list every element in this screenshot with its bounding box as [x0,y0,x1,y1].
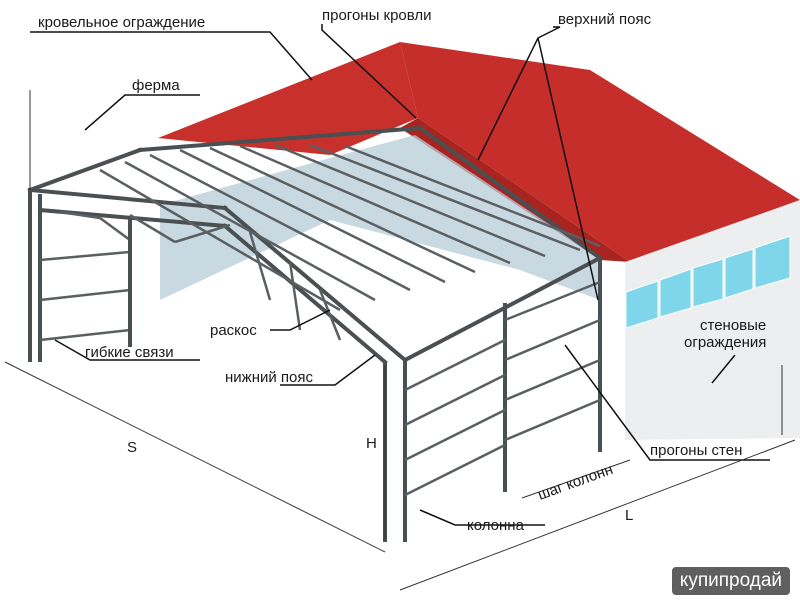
roof-cladding [158,42,418,155]
dimension-span: S [127,439,137,456]
watermark-logo: купипродай [671,567,790,595]
label-wall-purlins: прогоны стен [650,442,742,459]
label-bottom-chord: нижний пояс [225,369,313,386]
label-roof-cladding: кровельное ограждение [38,14,205,31]
label-column: колонна [467,517,525,534]
dimension-length: L [625,507,633,524]
label-truss: ферма [132,77,180,94]
label-top-chord: верхний пояс [558,11,652,28]
dimension-height: H [366,435,377,452]
leader-lines [30,24,770,526]
label-roof-purlins: прогоны кровли [322,7,432,24]
roof-cladding-slope [400,42,800,262]
label-flexible-ties: гибкие связи [85,344,174,361]
label-wall-cladding-1: стеновые [700,317,766,334]
label-diagonal-brace: раскос [210,322,257,339]
dimension-lines [4,90,796,591]
label-column-spacing: шаг колонн [536,461,616,504]
label-wall-cladding-2: ограждения [684,334,766,351]
window-band [625,235,791,329]
